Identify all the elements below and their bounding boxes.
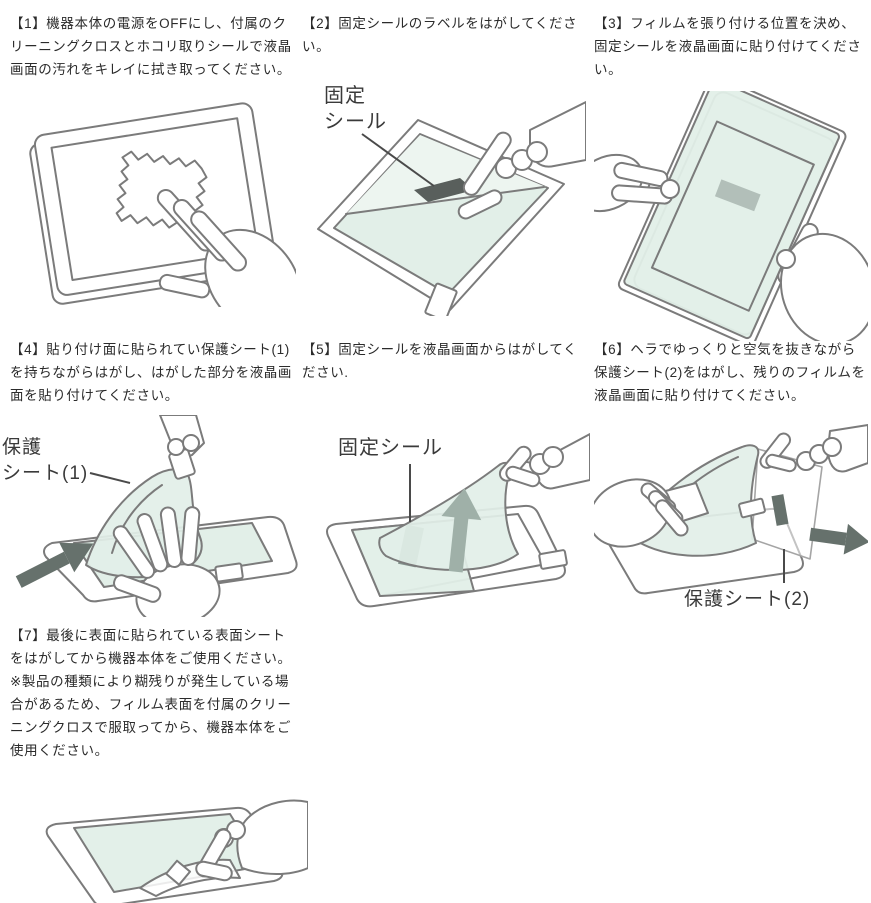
film-tab: [424, 282, 458, 316]
film-tab: [538, 549, 568, 570]
squeegee-hand: [594, 478, 709, 548]
pinching-hand: [498, 433, 590, 490]
step-5-illustration: 固定シール: [326, 433, 590, 608]
step-7-illustration: [45, 799, 308, 903]
pinching-hand: [457, 101, 586, 220]
label-line2: シール: [324, 111, 387, 133]
label-line1: 固定: [324, 84, 366, 107]
step-2: 【2】固定シールのラベルをはがしてください。 固定: [302, 12, 586, 316]
step-2-text: 【2】固定シールのラベルをはがしてください。: [302, 16, 578, 54]
fixing-seal: [414, 178, 474, 202]
step-7-text: 【7】最後に表面に貼られている表面シートをはがしてから機器本体をご使用ください。: [10, 628, 292, 666]
sheet-tab: [165, 859, 192, 886]
lift-direction-arrow: [441, 488, 482, 573]
pulling-hand: [759, 424, 868, 473]
protective-sheet-2-label: 保護シート(2): [684, 549, 810, 610]
film-tab: [214, 562, 244, 583]
label-text: 固定シール: [338, 436, 443, 459]
wiping-hand: [156, 188, 296, 307]
seal-on-sheet: [771, 494, 789, 526]
fixing-seal-label: 固定 シール: [324, 84, 435, 187]
pulling-hand: [159, 415, 205, 480]
pressing-hand: [112, 506, 221, 617]
step-5-text: 【5】固定シールを液晶画面からはがしてください.: [302, 342, 578, 380]
step-1: 【1】機器本体の電源をOFFにし、付属のクリーニングクロスとホコリ取りシールで液…: [10, 12, 296, 307]
step-4-text: 【4】貼り付け面に貼られてい保護シート(1)を持ちながらはがし、はがした部分を液…: [10, 342, 292, 403]
step-4: 【4】貼り付け面に貼られてい保護シート(1)を持ちながらはがし、はがした部分を液…: [2, 338, 298, 617]
label-text: 保護シート(2): [684, 588, 810, 610]
step-3-illustration: [594, 91, 868, 341]
step-5: 【5】固定シールを液晶画面からはがしてください.: [302, 338, 590, 624]
film-tab: [738, 497, 766, 519]
leader-line: [89, 472, 131, 484]
step-6: 【6】ヘラでゆっくりと空気を抜きながら保護シート(2)をはがし、残りのフィルムを…: [594, 338, 868, 611]
step-3-text: 【3】フィルムを張り付ける位置を決め、固定シールを液晶画面に貼り付けてください。: [594, 16, 862, 77]
left-hand: [594, 153, 680, 213]
leader-line: [361, 133, 435, 187]
step-3: 【3】フィルムを張り付ける位置を決め、固定シールを液晶画面に貼り付けてください。: [594, 12, 868, 341]
step-6-text: 【6】ヘラでゆっくりと空気を抜きながら保護シート(2)をはがし、残りのフィルムを…: [594, 342, 866, 403]
fixing-seal: [714, 179, 761, 212]
pull-direction-arrow: [809, 523, 868, 555]
right-hand: [776, 222, 868, 341]
step-7-note: ※製品の種類により糊残りが発生している場合があるため、フィルム表面を付属のクリー…: [10, 674, 292, 758]
protective-sheet-1-label: 保護 シート(1): [2, 436, 131, 484]
label-line2: シート(1): [2, 463, 88, 484]
step-2-illustration: 固定 シール: [317, 84, 586, 316]
step-1-illustration: [29, 102, 296, 307]
peel-direction-arrow: [15, 542, 94, 588]
step-4-illustration: 保護 シート(1): [2, 415, 298, 617]
step-6-illustration: 保護シート(2): [594, 424, 868, 610]
step-7: 【7】最後に表面に貼られている表面シートをはがしてから機器本体をご使用ください。…: [10, 624, 308, 903]
peeling-hand: [195, 799, 308, 882]
step-1-text: 【1】機器本体の電源をOFFにし、付属のクリーニングクロスとホコリ取りシールで液…: [10, 16, 292, 77]
label-line1: 保護: [2, 436, 42, 458]
fixing-seal-label: 固定シール: [338, 436, 443, 522]
